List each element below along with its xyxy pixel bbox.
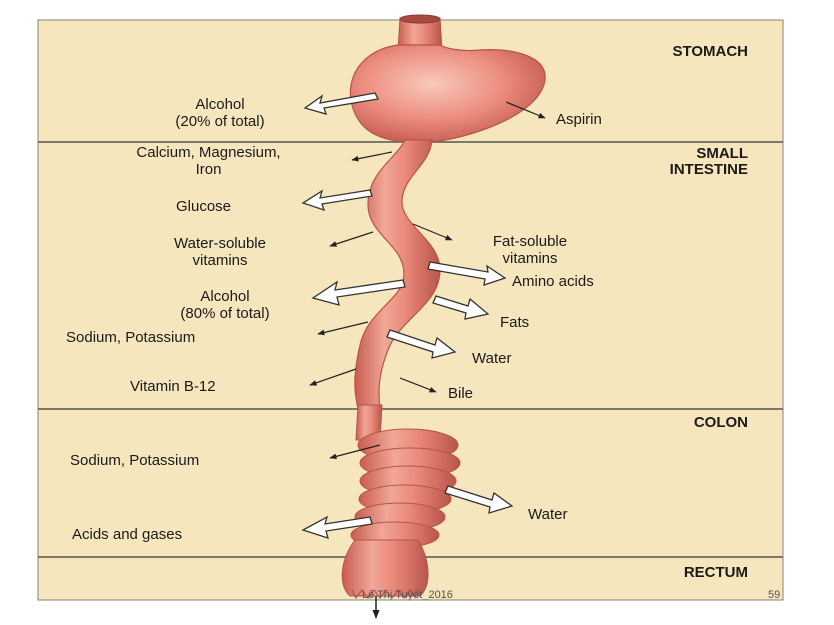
label-sodium-potassium-si: Sodium, Potassium xyxy=(66,329,196,346)
label-water-si: Water xyxy=(472,350,512,367)
label-calcium: Calcium, Magnesium, Iron xyxy=(66,144,351,178)
section-small-intestine-line1: SMALL xyxy=(696,145,748,162)
label-water-soluble-line1: Water-soluble xyxy=(174,235,266,252)
pointer-vitamin-b12 xyxy=(309,368,357,386)
label-fat-soluble-line1: Fat-soluble xyxy=(492,233,568,250)
label-alcohol-20-line2: (20% of total) xyxy=(175,113,265,130)
section-small-intestine-line2: INTESTINE xyxy=(669,161,748,178)
label-alcohol-80: Alcohol (80% of total) xyxy=(140,288,310,322)
label-bile: Bile xyxy=(448,385,474,402)
rectum-shape xyxy=(341,539,429,599)
label-fats: Fats xyxy=(500,314,530,331)
section-rectum: RECTUM xyxy=(683,564,748,581)
pointer-sodium-si xyxy=(317,321,369,336)
label-water-soluble: Water-soluble vitamins xyxy=(120,235,320,269)
footer-author: Lê Thị Tuyết_2016 xyxy=(362,589,453,601)
label-calcium-line1: Calcium, Magnesium, xyxy=(136,144,281,161)
pointer-bile xyxy=(399,377,437,393)
colon-shape xyxy=(350,404,461,549)
label-glucose: Glucose xyxy=(176,198,232,215)
label-water-colon: Water xyxy=(528,506,568,523)
arrow-water-si xyxy=(386,329,457,359)
arrow-alcohol-20 xyxy=(303,92,379,115)
label-acids-gases: Acids and gases xyxy=(72,526,183,543)
label-alcohol-80-line1: Alcohol xyxy=(200,288,250,305)
arrow-amino-acids xyxy=(427,261,507,286)
arrow-alcohol-80 xyxy=(311,279,406,306)
label-sodium-potassium-colon: Sodium, Potassium xyxy=(70,452,200,469)
label-alcohol-20: Alcohol (20% of total) xyxy=(140,96,300,130)
arrow-water-colon xyxy=(444,485,514,514)
pointer-aspirin xyxy=(505,101,546,119)
esophagus-opening xyxy=(399,14,441,24)
footer-page-number: 59 xyxy=(768,589,781,601)
label-alcohol-20-line1: Alcohol xyxy=(195,96,245,113)
pointer-fat-soluble xyxy=(412,223,453,241)
label-fat-soluble-line2: vitamins xyxy=(502,250,558,267)
arrow-fats xyxy=(432,295,490,320)
section-stomach: STOMACH xyxy=(672,43,748,60)
hollow-arrows xyxy=(301,92,514,539)
label-water-soluble-line2: vitamins xyxy=(192,252,248,269)
label-alcohol-80-line2: (80% of total) xyxy=(180,305,270,322)
label-aspirin: Aspirin xyxy=(556,111,602,128)
label-calcium-line2: Iron xyxy=(195,161,222,178)
arrow-acids-gases xyxy=(301,515,373,539)
label-vitamin-b12: Vitamin B-12 xyxy=(130,378,216,395)
pointer-sodium-colon xyxy=(329,444,381,460)
pointer-calcium xyxy=(351,151,393,162)
pointer-water-soluble xyxy=(329,231,374,247)
section-colon: COLON xyxy=(693,414,748,431)
arrow-glucose xyxy=(301,189,373,212)
label-fat-soluble: Fat-soluble vitamins xyxy=(450,233,610,267)
pointer-arrows xyxy=(309,101,546,460)
label-amino-acids: Amino acids xyxy=(512,273,594,290)
